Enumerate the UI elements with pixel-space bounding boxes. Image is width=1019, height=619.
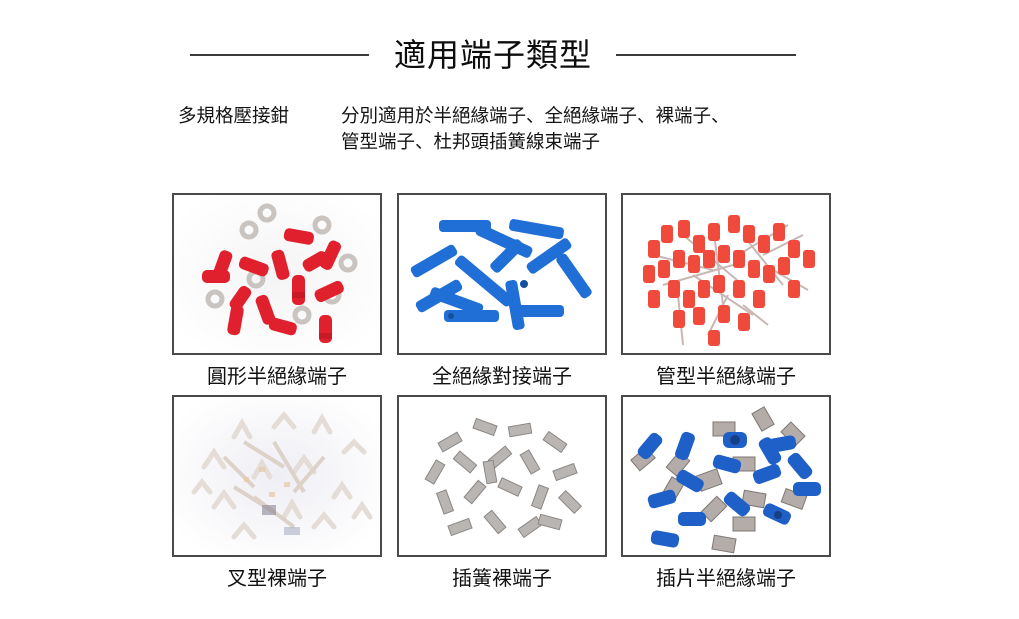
title-divider-left — [190, 54, 369, 56]
terminal-card-male-spade: 插片半絕緣端子 — [621, 395, 831, 592]
title-divider-right — [616, 54, 796, 56]
terminal-card-ring: 圓形半絕緣端子 — [172, 193, 382, 390]
description-text: 分別適用於半絕緣端子、全絕緣端子、裸端子、 管型端子、杜邦頭插簧線束端子 — [341, 104, 730, 156]
terminal-card-ferrule: 管型半絕緣端子 — [621, 193, 831, 390]
terminal-photo-butt — [397, 193, 607, 355]
bare-female-spade-terminals-icon — [399, 397, 605, 555]
terminal-caption-ring: 圓形半絕緣端子 — [207, 364, 347, 388]
red-ferrule-terminals-icon — [623, 195, 829, 353]
terminal-caption-butt: 全絕緣對接端子 — [432, 364, 572, 388]
terminal-photo-fork — [172, 395, 382, 557]
description-line-2: 管型端子、杜邦頭插簧線束端子 — [341, 132, 601, 153]
terminal-card-female-spade: 插簧裸端子 — [397, 395, 607, 592]
terminal-card-butt: 全絕緣對接端子 — [397, 193, 607, 390]
terminal-photo-ring — [172, 193, 382, 355]
terminal-caption-male-spade: 插片半絕緣端子 — [656, 566, 796, 590]
terminal-caption-ferrule: 管型半絕緣端子 — [656, 364, 796, 388]
bare-fork-terminals-icon — [174, 397, 380, 555]
terminal-photo-male-spade — [621, 395, 831, 557]
terminal-photo-ferrule — [621, 193, 831, 355]
blue-male-spade-terminals-icon — [623, 397, 829, 555]
terminal-caption-fork: 叉型裸端子 — [227, 566, 327, 590]
terminal-caption-female-spade: 插簧裸端子 — [452, 566, 552, 590]
description-label: 多規格壓接鉗 — [178, 106, 290, 127]
description-line-1: 分別適用於半絕緣端子、全絕緣端子、裸端子、 — [341, 106, 730, 127]
blue-butt-connectors-icon — [399, 195, 605, 353]
red-ring-terminals-icon — [174, 195, 380, 353]
terminal-card-fork: 叉型裸端子 — [172, 395, 382, 592]
page-title: 適用端子類型 — [393, 36, 592, 74]
terminal-photo-female-spade — [397, 395, 607, 557]
